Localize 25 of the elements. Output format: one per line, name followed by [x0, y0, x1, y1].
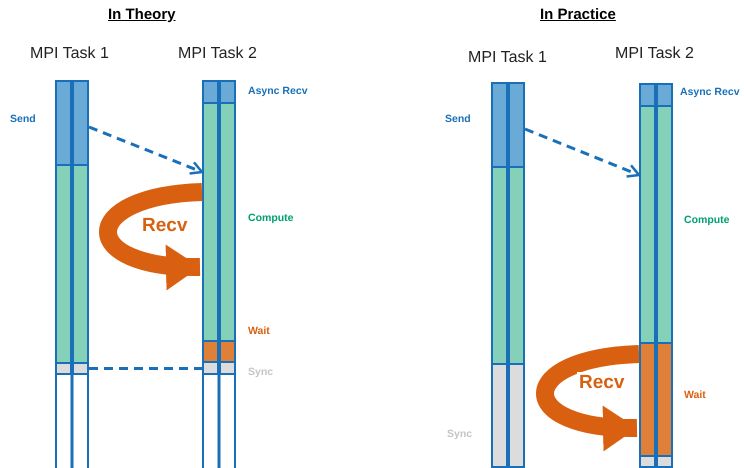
segment-label: Sync — [248, 366, 274, 378]
segment-label: Send — [445, 113, 471, 125]
segment-label: Compute — [684, 214, 730, 226]
task-heading: MPI Task 1 — [30, 45, 109, 63]
panel-title: In Practice — [540, 6, 616, 23]
task-heading: MPI Task 2 — [615, 45, 694, 63]
panel-title: In Theory — [108, 6, 176, 23]
timeline-segment — [55, 164, 89, 364]
timeline-segment — [639, 455, 673, 468]
segment-label: Compute — [248, 212, 294, 224]
segment-label: Wait — [684, 389, 706, 401]
segment-label: Async Recv — [248, 85, 308, 97]
dashed-arrow — [524, 128, 640, 178]
timeline-segment — [55, 362, 89, 375]
dashed-arrow — [88, 126, 204, 175]
curved-arrow — [99, 183, 203, 289]
segment-label: Send — [10, 113, 36, 125]
task-heading: MPI Task 1 — [468, 49, 547, 67]
dashed-line — [89, 367, 202, 370]
timeline-segment — [491, 166, 525, 365]
curved-arrow — [536, 345, 640, 450]
segment-label: Sync — [447, 428, 472, 440]
task-heading: MPI Task 2 — [178, 45, 257, 63]
segment-label: Wait — [248, 325, 270, 337]
segment-label: Async Recv — [680, 86, 740, 98]
